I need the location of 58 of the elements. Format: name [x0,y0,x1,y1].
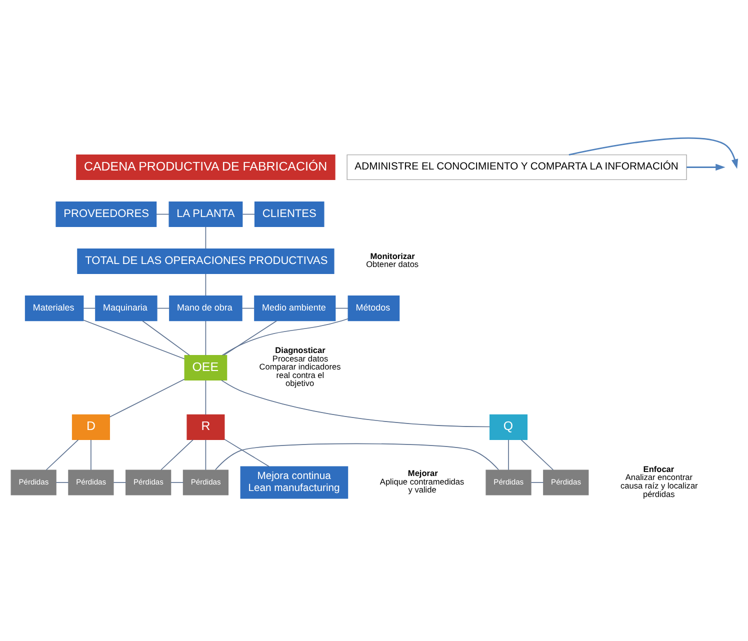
connector [83,320,185,360]
arrow [686,164,726,171]
node-box: PROVEEDORES [56,201,157,228]
connector [508,439,509,470]
connector [221,380,490,428]
label: Obtener datos [366,259,419,270]
node-box: R [186,414,225,440]
node-box: Maquinaria [95,295,158,322]
label: Analizar encontrar causa raíz y localizar pérdidas [620,472,698,499]
connector [142,320,190,356]
connector [205,274,206,296]
label: Monitorizar [370,250,415,261]
connector [242,214,256,215]
connector [224,438,270,467]
node-box: Pérdidas [486,470,532,496]
node-box: Q [490,414,528,440]
connector [215,443,499,470]
connector [205,320,206,356]
connector [222,318,349,356]
node-box: Métodos [348,295,400,322]
connector [156,214,170,215]
connector [170,482,184,483]
node-box: Pérdidas [126,470,172,496]
connector [335,308,348,309]
node-box: CLIENTES [254,201,324,228]
node-box: Pérdidas [543,470,589,496]
connector [242,308,255,309]
connector [46,439,79,470]
node-box: Pérdidas [10,470,56,496]
label: Enfocar [643,464,674,474]
node-box: Medio ambiente [254,295,336,322]
connector [113,482,126,483]
node-box: CADENA PRODUCTIVA DE FABRICACIÓN [76,154,336,180]
label: Mejorar [408,468,438,478]
label: Diagnosticar [275,344,326,355]
connector [205,226,206,249]
arrow [568,137,738,169]
connector [56,482,69,483]
connector [205,439,206,470]
node-box: TOTAL DE LAS OPERACIONES PRODUCTIVAS [77,248,334,274]
connector [530,482,544,483]
node-box: Pérdidas [182,470,229,496]
node-box: ADMINISTRE EL CONOCIMIENTO Y COMPARTA LA INFORMACIÓN [346,154,687,180]
node-box: LA PLANTA [168,201,243,228]
node-box: Pérdidas [68,470,114,496]
connector [109,378,185,418]
connector [224,320,278,356]
node-box: Mano de obra [169,295,242,322]
connector [160,439,194,470]
node-box: Mejora continua Lean manufacturing [240,466,348,499]
connector [205,380,206,416]
connector [520,439,554,470]
node-box: D [72,414,110,440]
connector [83,308,96,309]
node-box: OEE [184,354,228,381]
connector [156,308,170,309]
node-box: Materiales [24,295,84,322]
connector [90,439,92,470]
